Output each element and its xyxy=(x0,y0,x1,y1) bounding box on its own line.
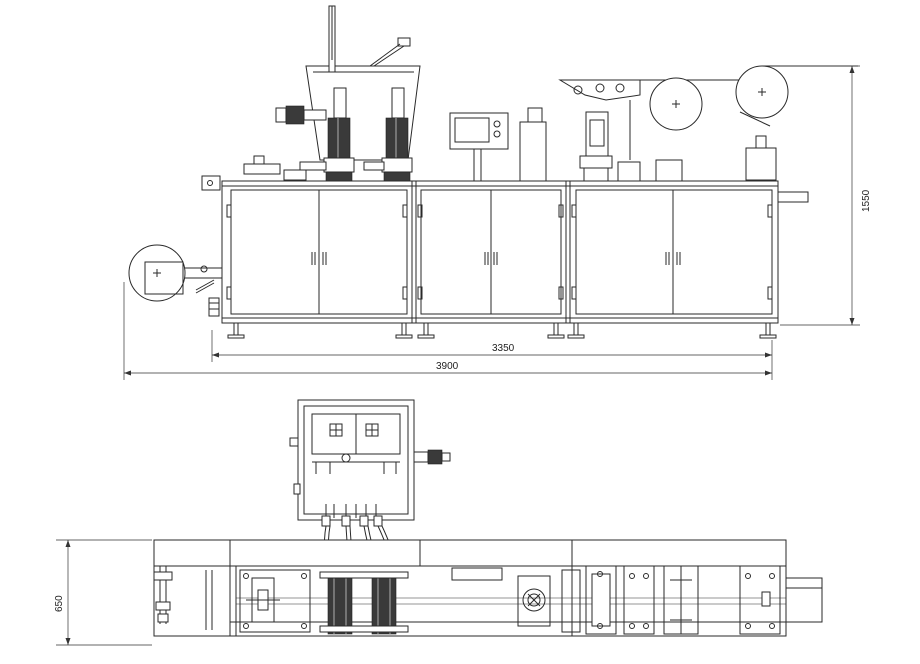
plan-drive xyxy=(517,575,551,627)
height-dimension xyxy=(780,65,860,326)
plan-discharge xyxy=(785,577,823,623)
base-frame xyxy=(221,180,779,324)
heater-box xyxy=(519,121,547,182)
feeder-hopper xyxy=(289,399,451,597)
film-reel-left xyxy=(128,244,222,317)
left-bracket xyxy=(201,175,221,191)
inner-width-dimension xyxy=(211,330,773,362)
sealing-station xyxy=(558,79,683,182)
cabinet-left xyxy=(226,189,408,315)
overall-width-dimension xyxy=(123,282,773,380)
label-height: 1550 xyxy=(861,189,872,212)
machine-feet xyxy=(227,323,777,339)
plan-reel-holder xyxy=(153,566,213,630)
front-elevation xyxy=(123,5,860,380)
forming-station xyxy=(275,5,421,182)
feeding-guides xyxy=(243,155,385,181)
control-panel xyxy=(449,112,509,181)
label-overall-width: 3900 xyxy=(436,361,459,372)
film-reel-right xyxy=(640,65,858,181)
plan-view xyxy=(56,399,823,646)
cabinet-right xyxy=(571,189,773,315)
plan-forming-block xyxy=(239,569,311,633)
depth-dimension xyxy=(56,539,152,646)
plan-sealing-stations xyxy=(561,565,781,635)
plan-heater xyxy=(451,567,503,581)
cabinet-middle xyxy=(417,189,564,315)
label-inner-width: 3350 xyxy=(492,343,515,354)
discharge-chute xyxy=(777,191,809,203)
plan-feeder-guides xyxy=(319,571,409,635)
label-depth: 650 xyxy=(54,595,65,612)
